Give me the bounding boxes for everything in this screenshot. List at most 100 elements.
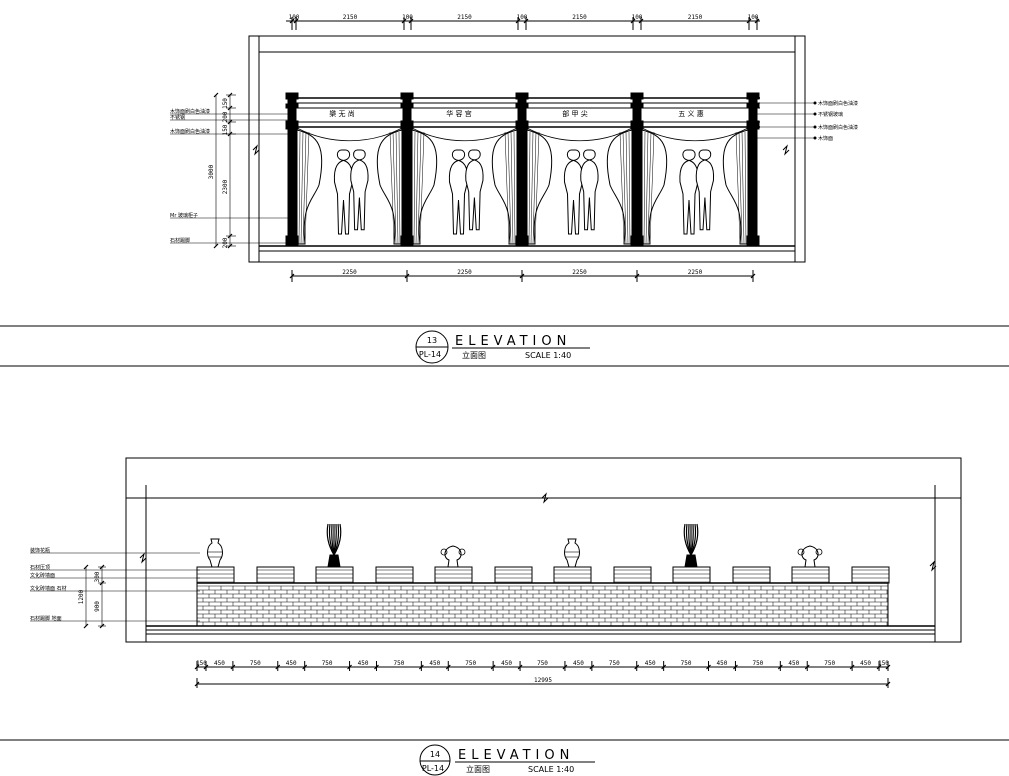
wall-body <box>196 582 889 627</box>
top-dim-4: 2150 <box>457 14 472 21</box>
bottom-dim-14-15: 750 <box>681 660 692 667</box>
bottom-dim-14-17: 750 <box>752 660 763 667</box>
bottom-dim-4: 2250 <box>688 269 703 276</box>
overall-dim: 12995 <box>534 677 552 684</box>
bottom-dim-14-9: 750 <box>465 660 476 667</box>
merlon-5 <box>434 566 473 584</box>
curtain-pair-3 <box>526 127 633 245</box>
column-2 <box>400 92 414 247</box>
merlon-10 <box>732 566 771 584</box>
merlon-9 <box>672 566 711 584</box>
right-label-3: 木饰面刷白色油漆 <box>818 124 858 131</box>
curtain-pair-1 <box>296 127 403 245</box>
elevation-13-scale: SCALE 1:40 <box>525 351 571 360</box>
plant-1 <box>326 523 342 568</box>
left-label-14-4: 文化砖墙面 石材 <box>30 585 67 592</box>
bottom-dim-14-1: 150 <box>196 660 207 667</box>
sign-3: 部 甲 尖 <box>562 109 587 118</box>
left-label-14-1: 装饰花瓶 <box>30 547 50 554</box>
bottom-dim-14-7: 750 <box>393 660 404 667</box>
curtain-pair-2 <box>411 127 518 245</box>
merlon-11 <box>791 566 830 584</box>
bottom-dim-14-8: 450 <box>429 660 440 667</box>
bottom-dim-14-21: 150 <box>878 660 889 667</box>
merlon-3 <box>315 566 354 584</box>
elevation-13-subtitle: 立面图 <box>462 350 486 360</box>
left-dim-14-2: 900 <box>94 601 101 612</box>
urn-1 <box>440 545 466 568</box>
merlon-6 <box>494 566 533 584</box>
elevation-14-merlons <box>196 566 890 584</box>
left-label-3: 木饰面刷白色油漆 <box>170 128 210 135</box>
left-dim-4: 2300 <box>222 179 229 194</box>
left-label-14-2: 石材压顶 <box>30 564 50 571</box>
elevation-13-frame <box>248 35 806 263</box>
left-label-2: 不锈钢 <box>170 114 185 121</box>
elevation-14-number: 14 <box>430 750 440 759</box>
top-dim-5: 100 <box>517 14 528 21</box>
elevation-14-brick-wall <box>196 582 889 627</box>
elevation-13-title-block: 13 PL-14 ELEVATION 立面图 SCALE 1:40 <box>0 325 1009 367</box>
column-3 <box>515 92 529 247</box>
elevation-14-subtitle: 立面图 <box>466 764 490 774</box>
elevation-14-frame <box>125 457 962 643</box>
elevation-14-break-right <box>929 560 937 572</box>
merlon-7 <box>553 566 592 584</box>
elevation-14-scale: SCALE 1:40 <box>528 765 574 774</box>
elevation-14-break-top <box>541 492 549 504</box>
elevation-14-title: ELEVATION <box>458 748 574 763</box>
bottom-dim-14-11: 750 <box>537 660 548 667</box>
top-dim-8: 2150 <box>688 14 703 21</box>
top-dim-9: 100 <box>748 14 759 21</box>
title-bubble-14 <box>419 744 451 776</box>
bottom-dim-14-3: 750 <box>250 660 261 667</box>
elevation-13-curtains <box>296 127 749 245</box>
left-label-4: Mr 玻璃柜子 <box>170 212 198 219</box>
bottom-dim-14-2: 450 <box>214 660 225 667</box>
top-dim-1: 100 <box>289 14 300 21</box>
bottom-dim-14-13: 750 <box>609 660 620 667</box>
bottom-dim-14-19: 750 <box>824 660 835 667</box>
right-label-1: 木饰面刷白色油漆 <box>818 100 858 107</box>
column-1 <box>285 92 299 247</box>
top-dim-6: 2150 <box>572 14 587 21</box>
vase-2 <box>564 538 580 568</box>
bottom-dim-1: 2250 <box>342 269 357 276</box>
bottom-dim-14-6: 450 <box>358 660 369 667</box>
bottom-dim-2: 2250 <box>457 269 472 276</box>
bottom-dim-14-16: 450 <box>717 660 728 667</box>
plant-2 <box>683 523 699 568</box>
top-dim-7: 100 <box>632 14 643 21</box>
merlon-8 <box>613 566 652 584</box>
elevation-13-signs: 樂 无 尚 华 容 宫 部 甲 尖 五 义 惠 <box>329 109 703 118</box>
left-label-14-5: 石材踢脚 地面 <box>30 615 62 622</box>
urn-2 <box>797 545 823 568</box>
elevation-13-people-silhouettes <box>333 149 715 235</box>
left-dim-1: 150 <box>222 98 229 109</box>
left-label-5: 石材踢脚 <box>170 237 190 244</box>
merlon-12 <box>851 566 890 584</box>
people-group-2 <box>448 149 484 235</box>
sign-2: 华 容 宫 <box>446 109 471 118</box>
elevation-13-drawing <box>248 35 806 263</box>
elevation-14-sheet: PL-14 <box>422 764 444 773</box>
column-4 <box>630 92 644 247</box>
elevation-13-columns <box>285 92 760 247</box>
sign-1: 樂 无 尚 <box>329 109 354 118</box>
top-dim-2: 2150 <box>343 14 358 21</box>
left-dim-3: 150 <box>222 124 229 135</box>
elevation-13-number: 13 <box>427 336 437 345</box>
elevation-13-break-right <box>782 144 790 156</box>
elevation-13-break-left <box>252 144 260 156</box>
elevation-14-drawing <box>125 457 962 643</box>
bottom-dim-14-5: 750 <box>322 660 333 667</box>
bottom-dim-14-14: 450 <box>645 660 656 667</box>
bottom-dim-14-10: 450 <box>501 660 512 667</box>
left-label-1: 木饰面刷白色油漆 <box>170 108 210 115</box>
